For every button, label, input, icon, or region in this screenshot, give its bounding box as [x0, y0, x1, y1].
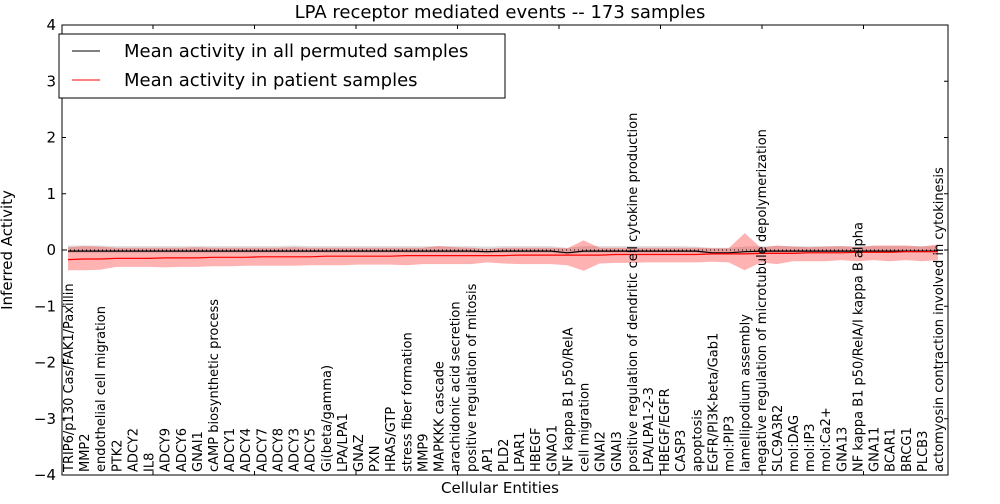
legend-label-patient: Mean activity in patient samples [124, 70, 418, 91]
x-tick-label: actomyosin contraction involved in cytok… [932, 167, 947, 472]
series-band-1 [68, 233, 938, 271]
y-tick-label: 0 [46, 241, 56, 259]
x-axis-label: Cellular Entities [441, 479, 559, 497]
x-tick-label: LPA/LPA1-2-3 [642, 387, 657, 472]
series-line-0 [68, 250, 938, 254]
x-tick-label: ADCY5 [304, 428, 319, 472]
x-tick-label: endothelial cell migration [94, 306, 109, 472]
x-tick-label: ADCY9 [159, 428, 174, 472]
x-tick-label: mol:PIP3 [723, 416, 738, 472]
x-tick-label: HBEGF/EGFR [658, 388, 673, 472]
y-tick-label: 1 [46, 185, 56, 203]
y-tick-label: −2 [34, 354, 56, 372]
y-axis: 4 3 2 1 0 −1 −2 −3 −4 [34, 16, 948, 484]
x-tick-label: arachidonic acid secretion [449, 301, 464, 472]
x-tick-label: MMP9 [416, 433, 431, 472]
x-tick-label: ADCY3 [288, 428, 303, 472]
x-tick-label: lamellipodium assembly [739, 314, 754, 472]
x-tick-label: positive regulation of dendritic cell cy… [626, 113, 641, 472]
x-tick-label: CASP3 [674, 430, 689, 472]
y-tick-label: −3 [34, 410, 56, 428]
x-tick-label: TRIP6/p130 Cas/FAK1/Paxillin [62, 283, 77, 473]
x-tick-label: BCAR1 [884, 428, 899, 472]
x-tick-label: stress fiber formation [400, 332, 415, 472]
x-tick-label: GNA11 [868, 427, 883, 472]
x-tick-label: IL8 [143, 453, 158, 472]
y-axis-label: Inferred Activity [0, 190, 16, 310]
x-tick-label: PXN [368, 446, 383, 472]
x-tick-label: NF kappa B1 p50/RelA/I kappa B alpha [851, 222, 866, 472]
x-tick-label: PTK2 [110, 439, 125, 472]
x-tick-label: PLCB3 [916, 431, 931, 472]
x-tick-label: cell migration [578, 383, 593, 472]
x-tick-label: negative regulation of microtubule depol… [755, 129, 770, 472]
x-tick-label: cAMP biosynthetic process [207, 299, 222, 472]
x-tick-label: NF kappa B1 p50/RelA [561, 327, 576, 472]
y-tick-label: −4 [34, 466, 56, 484]
x-tick-label: mol:Ca2+ [819, 407, 834, 472]
x-tick-label: AP1 [481, 447, 496, 472]
x-tick-label: ADCY7 [255, 428, 270, 472]
x-tick-label: mol:DAG [787, 415, 802, 472]
x-tick-label: MAPKKK cascade [433, 361, 448, 472]
x-tick-label: ADCY2 [126, 428, 141, 472]
x-tick-label: MMP2 [78, 433, 93, 472]
x-tick-label: GNAI3 [610, 431, 625, 472]
x-tick-label: GNAZ [352, 434, 367, 472]
x-tick-label: HBEGF [529, 428, 544, 472]
x-tick-label: mol:IP3 [803, 423, 818, 472]
y-tick-label: 2 [46, 129, 56, 147]
x-tick-label: LPA/LPA1 [336, 413, 351, 472]
x-tick-label: LPAR1 [513, 432, 528, 472]
legend: Mean activity in all permuted samples Me… [58, 33, 506, 99]
x-tick-label: Gi(beta/gamma) [320, 365, 335, 472]
x-tick-label: positive regulation of mitosis [465, 283, 480, 472]
x-tick-label: ADCY6 [175, 428, 190, 472]
y-tick-label: 4 [46, 16, 56, 34]
y-tick-label: 3 [46, 72, 56, 90]
x-tick-label: SLC9A3R2 [771, 405, 786, 472]
x-tick-label: apoptosis [690, 409, 705, 472]
x-tick-label: GNAI2 [594, 431, 609, 472]
x-tick-label: GNA13 [835, 427, 850, 472]
x-tick-label: EGFR/PI3K-beta/Gab1 [706, 333, 721, 472]
x-tick-label: GNAI1 [191, 431, 206, 472]
bands [68, 233, 938, 271]
x-tick-label: BRCG1 [900, 427, 915, 472]
series-lines [67, 250, 938, 261]
x-tick-label: ADCY1 [223, 428, 238, 472]
legend-box [58, 33, 506, 99]
legend-label-permuted: Mean activity in all permuted samples [124, 41, 468, 62]
y-tick-label: −1 [34, 297, 56, 315]
x-tick-label: ADCY4 [239, 428, 254, 472]
x-tick-label: HRAS/GTP [384, 407, 399, 472]
x-tick-label: ADCY8 [271, 428, 286, 472]
series-line-1 [67, 251, 938, 261]
x-tick-label: PLD2 [497, 439, 512, 472]
chart-title: LPA receptor mediated events -- 173 samp… [295, 2, 706, 23]
x-tick-label: GNAO1 [545, 425, 560, 472]
